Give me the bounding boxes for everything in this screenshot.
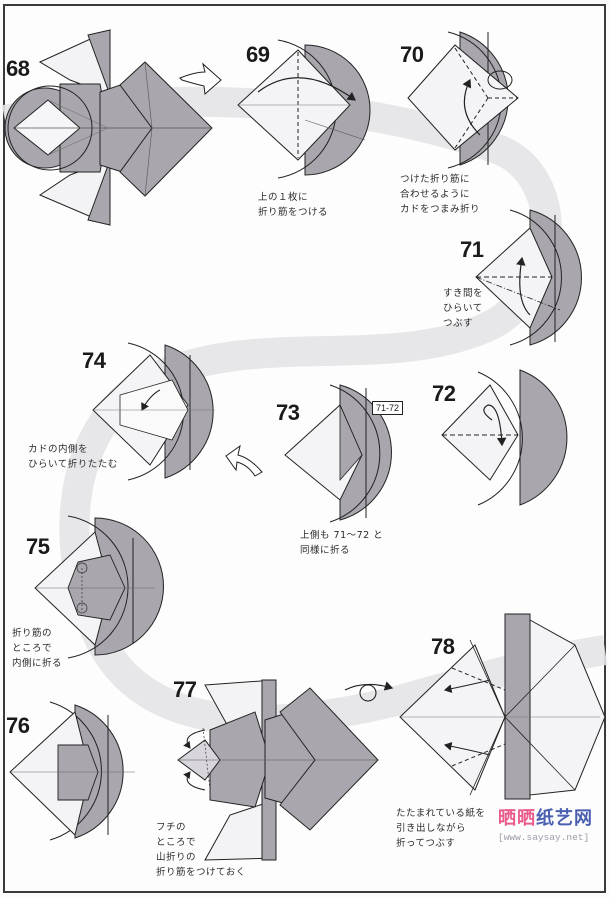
caption-step-73: 上側も 71～72 と 同様に折る <box>300 530 384 556</box>
step-number-72: 72 <box>432 381 456 406</box>
step-number-73: 73 <box>276 400 300 425</box>
zoom-arrow-right <box>179 62 222 95</box>
step-number-74: 74 <box>82 348 106 373</box>
reference-label-71-72: 71-72 <box>372 401 404 415</box>
step-number-76: 76 <box>6 713 30 738</box>
site-watermark: 晒晒纸艺网 [www.saysay.net] <box>498 804 593 843</box>
step-78-figure <box>399 613 606 800</box>
step-number-75: 75 <box>26 534 50 559</box>
step-77-figure <box>177 679 379 861</box>
caption-step-70: つけた折り筋に 合わせるように カドをつまみ折り <box>400 174 481 215</box>
caption-step-77: フチの ところで 山折りの 折り筋をつけておく <box>156 822 246 878</box>
caption-step-71: すき間を ひらいて つぶす <box>443 288 484 329</box>
step-69-figure <box>237 39 371 179</box>
step-number-77: 77 <box>173 677 197 702</box>
step-75-figure <box>34 515 164 659</box>
step-73-figure <box>284 384 392 523</box>
turn-over-icon <box>344 681 394 702</box>
step-number-71: 71 <box>460 237 484 262</box>
step-number-78: 78 <box>431 634 455 659</box>
watermark-logo-blue: 纸艺网 <box>536 808 593 829</box>
zoom-arrow-up-left <box>225 444 263 477</box>
step-71-figure <box>475 209 582 346</box>
step-number-70: 70 <box>400 42 424 67</box>
step-76-figure <box>9 701 135 841</box>
caption-step-74: カドの内側を ひらいて折りたたむ <box>28 444 118 470</box>
step-number-68: 68 <box>6 56 30 81</box>
watermark-logo-pink: 晒晒 <box>498 808 536 829</box>
caption-step-69: 上の１枚に 折り筋をつける <box>258 192 329 218</box>
caption-step-75: 折り筋の ところで 内側に折る <box>12 628 63 669</box>
step-74-figure <box>92 342 215 481</box>
step-70-figure <box>407 31 519 169</box>
watermark-url: [www.saysay.net] <box>498 832 590 843</box>
watermark-logo: 晒晒纸艺网 <box>498 804 593 830</box>
caption-step-78: たたまれている紙を 引き出しながら 折ってつぶす <box>396 808 486 849</box>
step-number-69: 69 <box>246 42 270 67</box>
step-72-figure <box>441 369 568 506</box>
step-68-figure <box>4 29 213 226</box>
